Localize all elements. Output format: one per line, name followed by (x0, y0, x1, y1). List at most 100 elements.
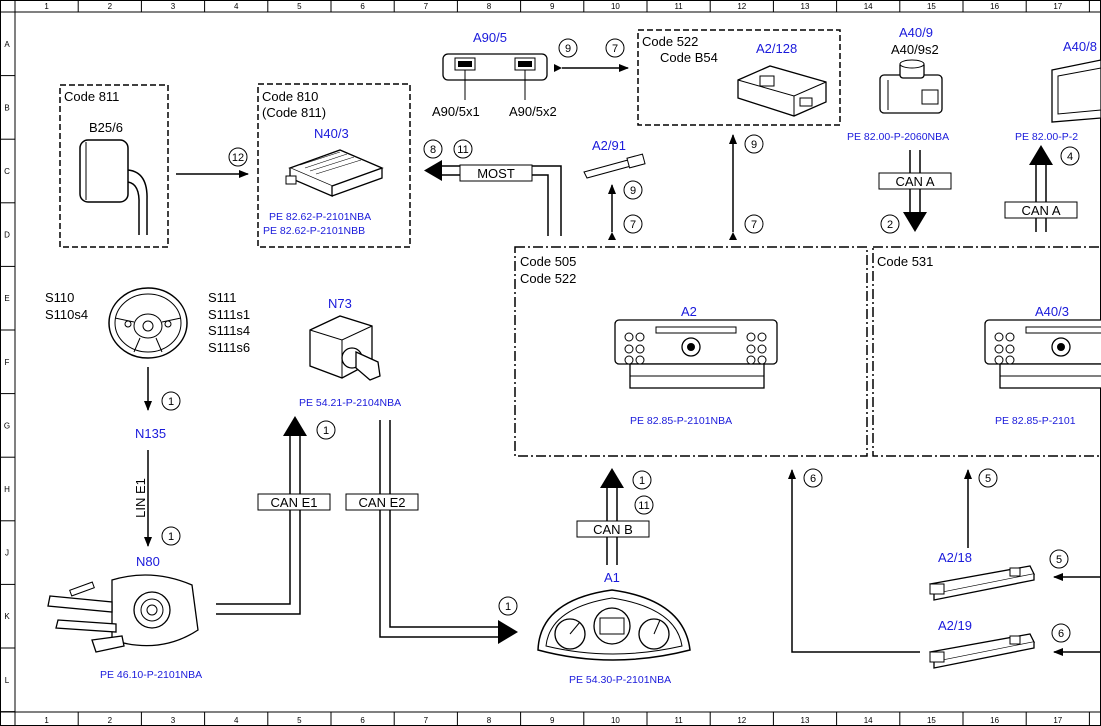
svg-text:1: 1 (168, 396, 174, 408)
row-ticks (0, 75, 15, 713)
column-label: 10 (611, 2, 620, 11)
a40-9-controller-image (879, 59, 943, 114)
column-label: 4 (234, 716, 239, 725)
column-label: 16 (990, 716, 999, 725)
circle-11-most: 11 (453, 139, 473, 159)
row-label: B (4, 103, 9, 112)
n80-ref: PE 46.10-P-2101NBA (100, 669, 202, 681)
column-label: 17 (1053, 716, 1062, 725)
svg-text:7: 7 (612, 43, 618, 55)
a2-91-label: A2/91 (592, 138, 626, 153)
a2-18-component: A2/18 (929, 550, 1035, 601)
code810-label: Code 810 (262, 89, 318, 104)
column-label: 4 (234, 2, 239, 11)
steering-wheel-component: S110 S110s4 S111 S111s1 S111s4 S111s6 (45, 287, 250, 359)
circle-5-up: 5 (978, 468, 998, 488)
row-label: F (5, 358, 10, 367)
circle-8: 8 (423, 139, 443, 159)
b25-6-sensor-image (79, 139, 148, 235)
svg-text:2: 2 (887, 219, 893, 231)
can-e1-label: CAN E1 (271, 495, 318, 510)
svg-text:7: 7 (630, 219, 636, 231)
row-label: H (4, 485, 10, 494)
circle-6-a2-19: 6 (1051, 623, 1071, 643)
can-e2-label: CAN E2 (359, 495, 406, 510)
n73-ignition-switch-image (309, 315, 381, 381)
a90-5-label: A90/5 (473, 30, 507, 45)
column-label: 7 (424, 716, 429, 725)
s111s4-label: S111s4 (208, 323, 250, 338)
svg-text:6: 6 (810, 473, 816, 485)
circle-7-a90: 7 (605, 38, 625, 58)
svg-text:5: 5 (1056, 554, 1062, 566)
circle-7-a2-128: 7 (744, 214, 764, 234)
code505-label: Code 505 (520, 254, 576, 269)
can-a-down-bus: CAN A (878, 150, 952, 232)
column-label: 1 (44, 716, 49, 725)
svg-text:8: 8 (430, 144, 436, 156)
circle-9-a2-91: 9 (623, 180, 643, 200)
code505-box: Code 505 Code 522 A2 PE 82.85-P-2101NBA (514, 246, 868, 457)
row-label: C (4, 167, 10, 176)
s111-label: S111 (208, 290, 236, 305)
code810-box: Code 810 (Code 811) N40/3 PE 82.62-P-210… (257, 83, 411, 248)
column-label: 6 (360, 716, 365, 725)
circle-6-up: 6 (803, 468, 823, 488)
a40-3-head-unit-image (984, 319, 1101, 389)
a2-18-antenna-module-image (929, 565, 1035, 601)
column-label: 9 (550, 2, 555, 11)
n135-label: N135 (135, 426, 166, 441)
code522-box: Code 522 Code B54 A2/128 (637, 29, 841, 126)
circle-12: 12 (228, 147, 248, 167)
svg-text:1: 1 (168, 531, 174, 543)
a2-128-module-image (737, 65, 827, 117)
column-label: 15 (927, 716, 936, 725)
svg-text:12: 12 (232, 152, 244, 164)
a90-5x1-label: A90/5x1 (432, 104, 480, 119)
row-label: E (4, 294, 9, 303)
a40-9-label: A40/9 (899, 25, 933, 40)
column-label: 7 (424, 2, 429, 11)
most-label: MOST (477, 166, 515, 181)
a90-5-component: A90/5 A90/5x1 A90/5x2 (432, 30, 557, 119)
column-label: 13 (801, 716, 810, 725)
a40-9s2-label: A40/9s2 (891, 42, 939, 57)
column-label: 14 (864, 716, 873, 725)
code522-sub-label: Code 522 (520, 271, 576, 286)
circle-9-a90: 9 (558, 38, 578, 58)
column-label: 13 (801, 2, 810, 11)
arrow-a2-19-up (788, 469, 920, 653)
n80-label: N80 (136, 554, 160, 569)
column-label: 10 (611, 716, 620, 725)
svg-text:5: 5 (985, 473, 991, 485)
svg-text:7: 7 (751, 219, 757, 231)
b25-6-label: B25/6 (89, 120, 123, 135)
a2-19-component: A2/19 (929, 618, 1035, 669)
a2-head-unit-image (614, 319, 778, 389)
row-label: A (4, 40, 10, 49)
circle-1-n80: 1 (161, 526, 181, 546)
can-a-label-1: CAN A (895, 174, 934, 189)
a2-128-label: A2/128 (756, 41, 797, 56)
svg-text:11: 11 (457, 144, 468, 156)
svg-text:9: 9 (565, 43, 571, 55)
circle-9-a2-128: 9 (744, 134, 764, 154)
s111s1-label: S111s1 (208, 307, 250, 322)
can-b-label: CAN B (593, 522, 633, 537)
a2-ref: PE 82.85-P-2101NBA (630, 415, 732, 427)
n73-ref: PE 54.21-P-2104NBA (299, 397, 401, 409)
a1-component: A1 PE 54.30-P-2101NBA (537, 570, 691, 686)
row-label: J (5, 549, 9, 558)
can-b-bus: CAN B (576, 468, 650, 565)
code522-label: Code 522 (642, 34, 698, 49)
circle-5-a2-18: 5 (1049, 549, 1069, 569)
code811-box: Code 811 B25/6 (59, 84, 169, 248)
circle-1-a2: 1 (632, 470, 652, 490)
circle-2: 2 (880, 214, 900, 234)
s111s6-label: S111s6 (208, 340, 250, 355)
circle-11-a2: 11 (634, 495, 654, 515)
circle-7-a2-91: 7 (623, 214, 643, 234)
can-e2-bus: CAN E2 (345, 420, 518, 644)
